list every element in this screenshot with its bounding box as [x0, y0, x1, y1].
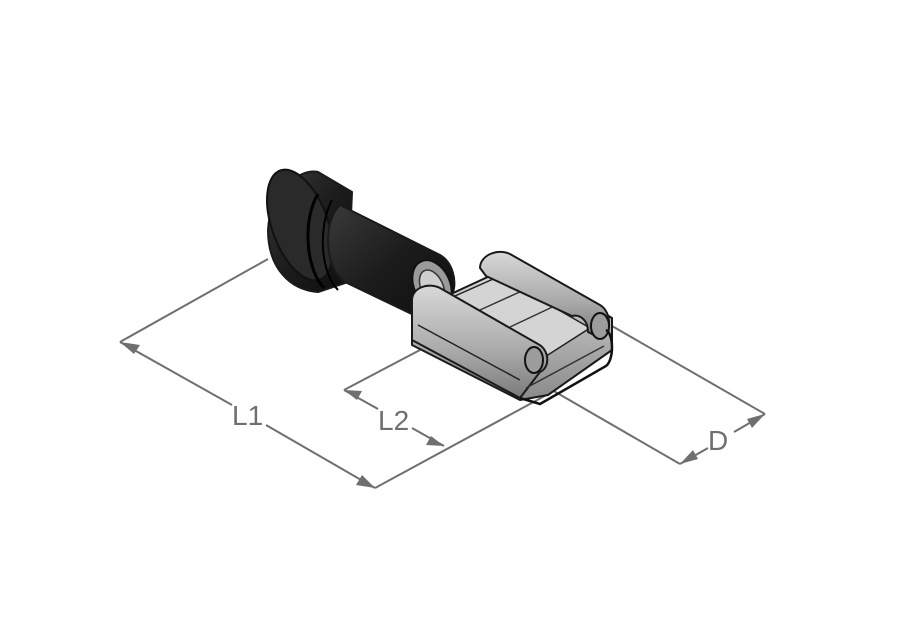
dimension-l1	[119, 258, 553, 489]
dimension-d	[551, 325, 766, 465]
dimension-l2	[343, 349, 445, 447]
label-l2: L2	[378, 405, 409, 436]
metal-receptacle	[411, 250, 614, 406]
label-l1: L1	[232, 400, 263, 431]
label-d: D	[708, 425, 728, 456]
